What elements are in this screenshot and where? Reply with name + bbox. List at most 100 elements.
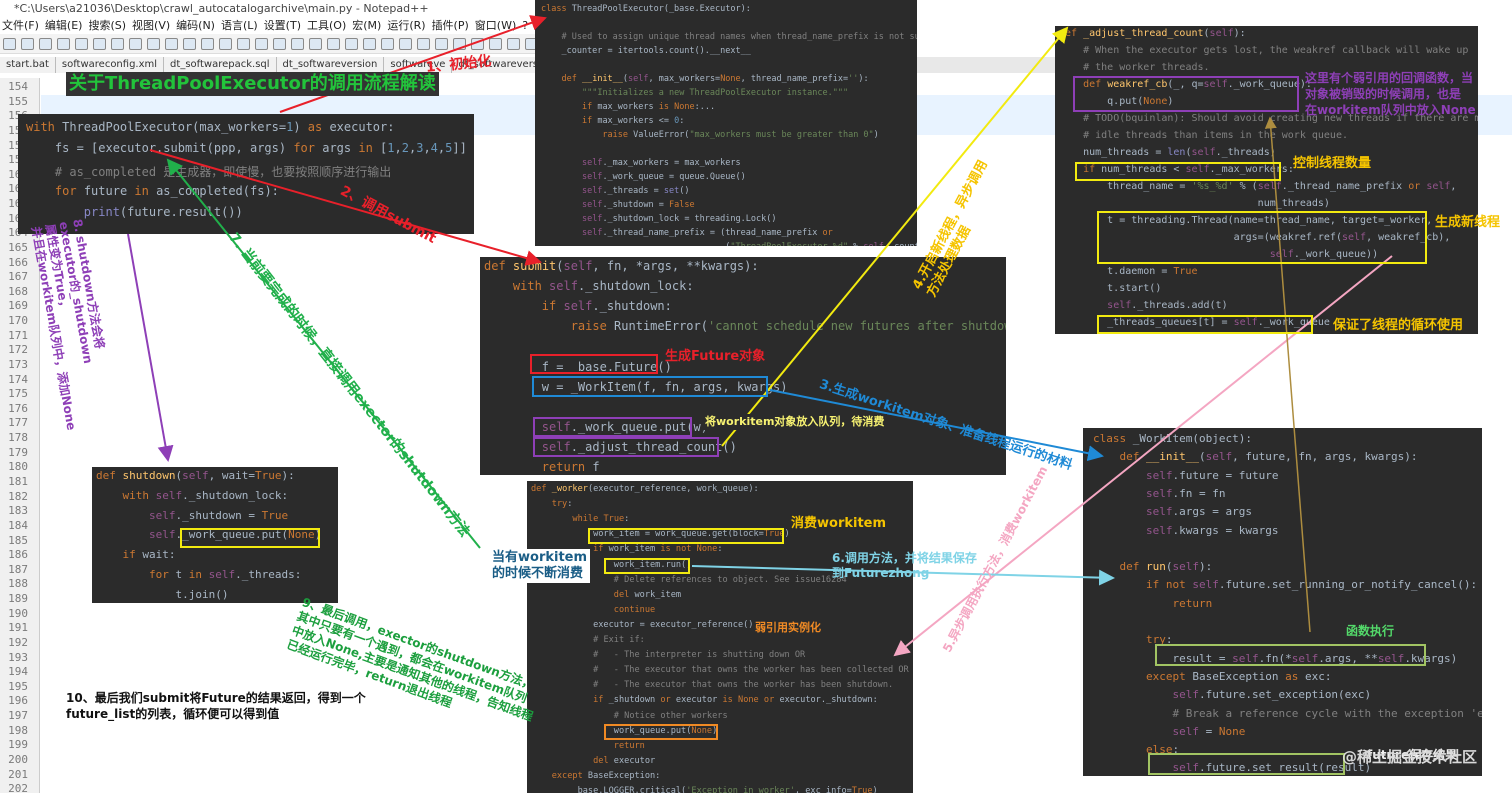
- toolbar-button-icon[interactable]: [111, 38, 124, 50]
- menu-item[interactable]: 工具(O): [307, 19, 347, 32]
- toolbar-button-icon[interactable]: [309, 38, 322, 50]
- toolbar-button-icon[interactable]: [75, 38, 88, 50]
- weakref-cb-box: [1073, 76, 1299, 112]
- toolbar-button-icon[interactable]: [363, 38, 376, 50]
- code-line: for future in as_completed(fs):: [54, 183, 279, 198]
- toolbar-button-icon[interactable]: [201, 38, 214, 50]
- menu-item[interactable]: 语言(L): [220, 19, 258, 32]
- line-number: 182: [8, 489, 28, 503]
- ctrl-label: 控制线程数量: [1293, 156, 1372, 171]
- toolbar-button-icon[interactable]: [21, 38, 34, 50]
- file-tab[interactable]: dt_softwarepack.sql: [164, 57, 277, 73]
- toolbar-button-icon[interactable]: [435, 38, 448, 50]
- code-line: class _WorkItem(object):: [1093, 432, 1252, 445]
- toolbar-button-icon[interactable]: [273, 38, 286, 50]
- saveres-label: future保存结果: [1367, 748, 1458, 762]
- code-line: def submit(self, fn, *args, **kwargs):: [484, 259, 759, 273]
- line-number: 179: [8, 445, 28, 459]
- toolbar-button-icon[interactable]: [489, 38, 502, 50]
- weakref-label-line: 对象被销毁的时候调用，也是: [1305, 87, 1462, 101]
- code-line: work_item = work_queue.get(block=True): [531, 529, 790, 540]
- menu-item[interactable]: 视图(V): [132, 19, 171, 32]
- code-line: self = None: [1172, 724, 1246, 738]
- code-line: self._threads = set(): [581, 186, 690, 196]
- toolbar-button-icon[interactable]: [165, 38, 178, 50]
- toolbar-button-icon[interactable]: [183, 38, 196, 50]
- toolbar-button-icon[interactable]: [39, 38, 52, 50]
- menu-item[interactable]: 设置(T): [263, 19, 301, 32]
- code-line: # When the executor gets lost, the weakr…: [1083, 45, 1469, 56]
- toolbar-button-icon[interactable]: [507, 38, 520, 50]
- code-line: # idle threads than items in the work qu…: [1083, 130, 1348, 141]
- toolbar-button-icon[interactable]: [237, 38, 250, 50]
- toolbar-button-icon[interactable]: [291, 38, 304, 50]
- code-line: t.start(): [1059, 283, 1162, 294]
- code-line: self._work_queue = queue.Queue(): [581, 172, 746, 182]
- code-line: f = _base.Future(): [484, 359, 672, 374]
- step6-label-line: 6.调用方法，并将结果保存: [832, 551, 977, 565]
- toolbar-button-icon[interactable]: [57, 38, 70, 50]
- code-line: self._work_queue.put(None): [148, 528, 322, 542]
- toolbar-button-icon[interactable]: [3, 38, 16, 50]
- line-number: 180: [8, 460, 28, 474]
- code-line: def shutdown(self, wait=True):: [96, 469, 295, 482]
- line-number: 169: [8, 299, 28, 313]
- code-line: args=(weakref.ref(self, weakref_cb),: [1059, 232, 1451, 243]
- code-line: # Delete references to object. See issue…: [613, 574, 847, 585]
- toolbar-button-icon[interactable]: [219, 38, 232, 50]
- line-number: 168: [8, 284, 28, 298]
- code-line: # - The executor that owns the worker ha…: [593, 680, 894, 691]
- num-threads-box: [1075, 162, 1281, 181]
- step10-label-line: 10、最后我们submit将Future的结果返回，得到一个: [66, 691, 366, 705]
- menu-item[interactable]: 编辑(E): [44, 19, 83, 32]
- weakref-label-line: 在workitem队列中放入None: [1305, 103, 1476, 117]
- menu-item[interactable]: 插件(P): [431, 19, 469, 32]
- file-tab[interactable]: start.bat: [0, 57, 56, 73]
- line-number: 188: [8, 577, 28, 591]
- menu-item[interactable]: 窗口(W): [474, 19, 517, 32]
- file-tab[interactable]: softwareconfig.xml: [55, 57, 165, 73]
- code-panel-workitem: class _WorkItem(object): def __init__(se…: [1083, 428, 1482, 776]
- toolbar-button-icon[interactable]: [417, 38, 430, 50]
- code-line: except BaseException as exc:: [1145, 669, 1332, 683]
- toolbar-button-icon[interactable]: [345, 38, 358, 50]
- loop-label: 保证了线程的循环使用: [1333, 318, 1464, 333]
- queue-put-box: [533, 417, 692, 437]
- toolbar-button-icon[interactable]: [399, 38, 412, 50]
- code-line: def run(self):: [1119, 560, 1213, 574]
- toolbar-button-icon[interactable]: [147, 38, 160, 50]
- menu-item[interactable]: 编码(N): [176, 19, 215, 32]
- threads-queues-box: [1097, 315, 1313, 334]
- toolbar-button-icon[interactable]: [255, 38, 268, 50]
- code-line: def __init__(self, max_workers=None, thr…: [561, 74, 869, 84]
- line-number-gutter: 1541551561571581591601611621631641651661…: [0, 78, 40, 793]
- menu-item[interactable]: 宏(M): [352, 19, 382, 32]
- code-line: # Used to assign unique thread names whe…: [561, 32, 917, 42]
- code-line: for t in self._threads:: [148, 568, 302, 581]
- code-line: else:: [1145, 743, 1180, 757]
- code-line: t.join(): [96, 587, 229, 601]
- code-line: # - The executor that owns the worker ha…: [593, 665, 909, 676]
- menu-item[interactable]: 运行(R): [387, 19, 426, 32]
- toolbar-button-icon[interactable]: [93, 38, 106, 50]
- code-line: if self._shutdown:: [541, 299, 672, 314]
- line-number: 170: [8, 314, 28, 328]
- line-number: 192: [8, 635, 28, 649]
- code-line: with ThreadPoolExecutor(max_workers=1) a…: [26, 120, 395, 134]
- toolbar-button-icon[interactable]: [129, 38, 142, 50]
- menu-item[interactable]: 文件(F): [2, 19, 39, 32]
- menu-item[interactable]: 搜索(S): [88, 19, 127, 32]
- toolbar-button-icon[interactable]: [327, 38, 340, 50]
- toolbar-button-icon[interactable]: [381, 38, 394, 50]
- line-number: 201: [8, 767, 28, 781]
- code-panel-shutdown: def shutdown(self, wait=True): with self…: [92, 467, 338, 603]
- code-line: except BaseException:: [551, 770, 661, 781]
- step10-label-line: future_list的列表，循环便可以得到值: [66, 707, 280, 721]
- file-tab[interactable]: dt_softwareversion: [276, 57, 385, 73]
- code-line: try:: [551, 499, 573, 510]
- code-line: # Break a reference cycle with the excep…: [1172, 706, 1482, 720]
- code-line: if _shutdown or executor is None or exec…: [593, 695, 878, 706]
- code-line: self.future.set_result(result): [1172, 761, 1372, 775]
